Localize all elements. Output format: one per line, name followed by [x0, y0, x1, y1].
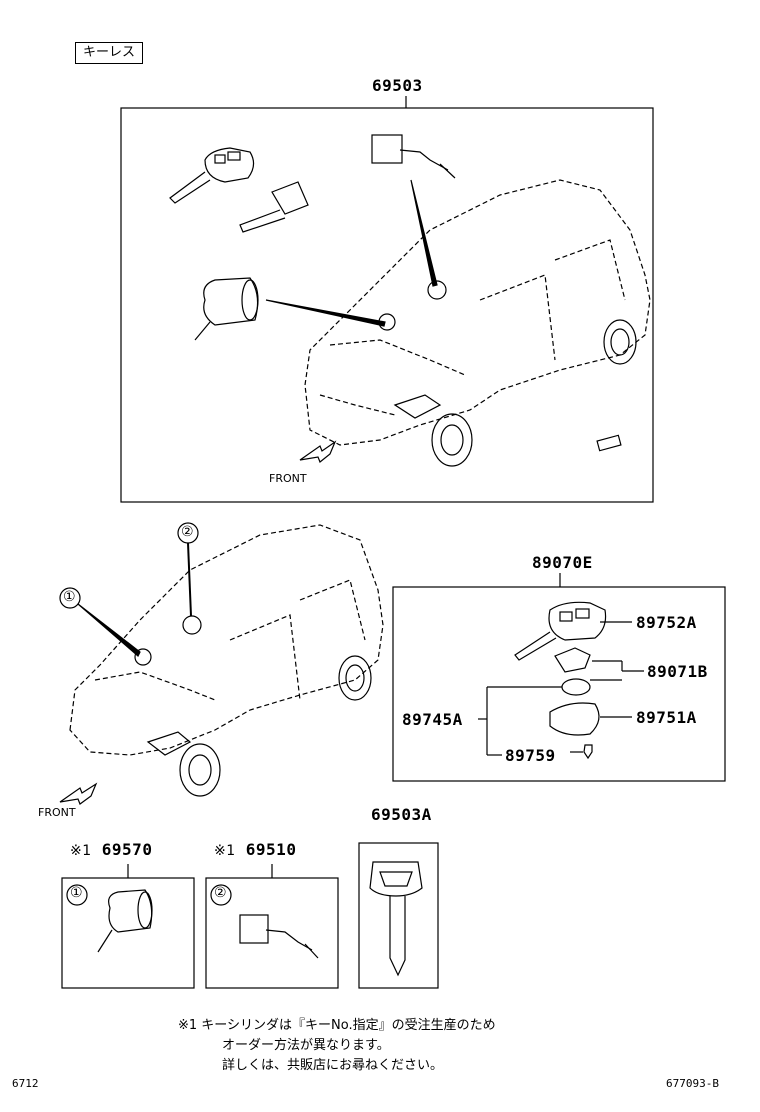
footer-right-code: 677093-B: [666, 1077, 719, 1090]
part-number-89745A: 89745A: [402, 710, 463, 729]
part-number-89752A: 89752A: [636, 613, 697, 632]
part-number-69570-text: 69570: [101, 840, 153, 859]
part-number-69510: ※1 69510: [214, 840, 296, 859]
marker-circle-1: [59, 587, 81, 609]
part-number-69503A: 69503A: [371, 805, 432, 824]
part-number-69503: 69503: [372, 76, 423, 95]
lower-front-label: FRONT: [38, 806, 76, 819]
top-car-illustration: [304, 179, 651, 446]
note-ref-69570: ※1: [70, 843, 92, 859]
top-group-frame: [120, 107, 654, 503]
footer-left-code: 6712: [12, 1077, 39, 1090]
transmitter-key-drawing: [169, 147, 255, 204]
keyless-tag: キーレス: [75, 42, 144, 64]
part-number-89071B: 89071B: [647, 662, 708, 681]
blank-key-frame: [358, 842, 439, 989]
note-line-2: オーダー方法が異なります。: [222, 1038, 390, 1053]
cylinder-69510-drawing: [239, 914, 319, 959]
part-number-89070E: 89070E: [532, 553, 593, 572]
cylinder-69510-marker: ②: [214, 885, 227, 901]
note-ref-69510: ※1: [214, 843, 236, 859]
part-number-69570: ※1 69570: [70, 840, 152, 859]
part-number-89751A: 89751A: [636, 708, 697, 727]
door-cylinder-drawing: [371, 134, 456, 179]
kit-parts-drawing: [514, 601, 607, 760]
blank-key-drawing: [369, 861, 423, 977]
location-marker-1: ①: [63, 589, 76, 605]
location-car-illustration: [69, 524, 384, 756]
master-key-drawing: [239, 181, 309, 233]
location-marker-2: ②: [181, 524, 194, 540]
note-line-1: ※1 キーシリンダは『キーNo.指定』の受注生産のため: [178, 1018, 496, 1033]
note-line-3: 詳しくは、共販店にお尋ねください。: [222, 1058, 444, 1073]
kit-frame: [392, 586, 726, 782]
cylinder-69570-drawing: [97, 889, 153, 953]
part-number-89759: 89759: [505, 746, 556, 765]
ignition-cylinder-drawing: [194, 277, 259, 341]
part-number-69510-text: 69510: [245, 840, 297, 859]
cylinder-69570-marker: ①: [70, 885, 83, 901]
top-front-label: FRONT: [269, 472, 307, 485]
